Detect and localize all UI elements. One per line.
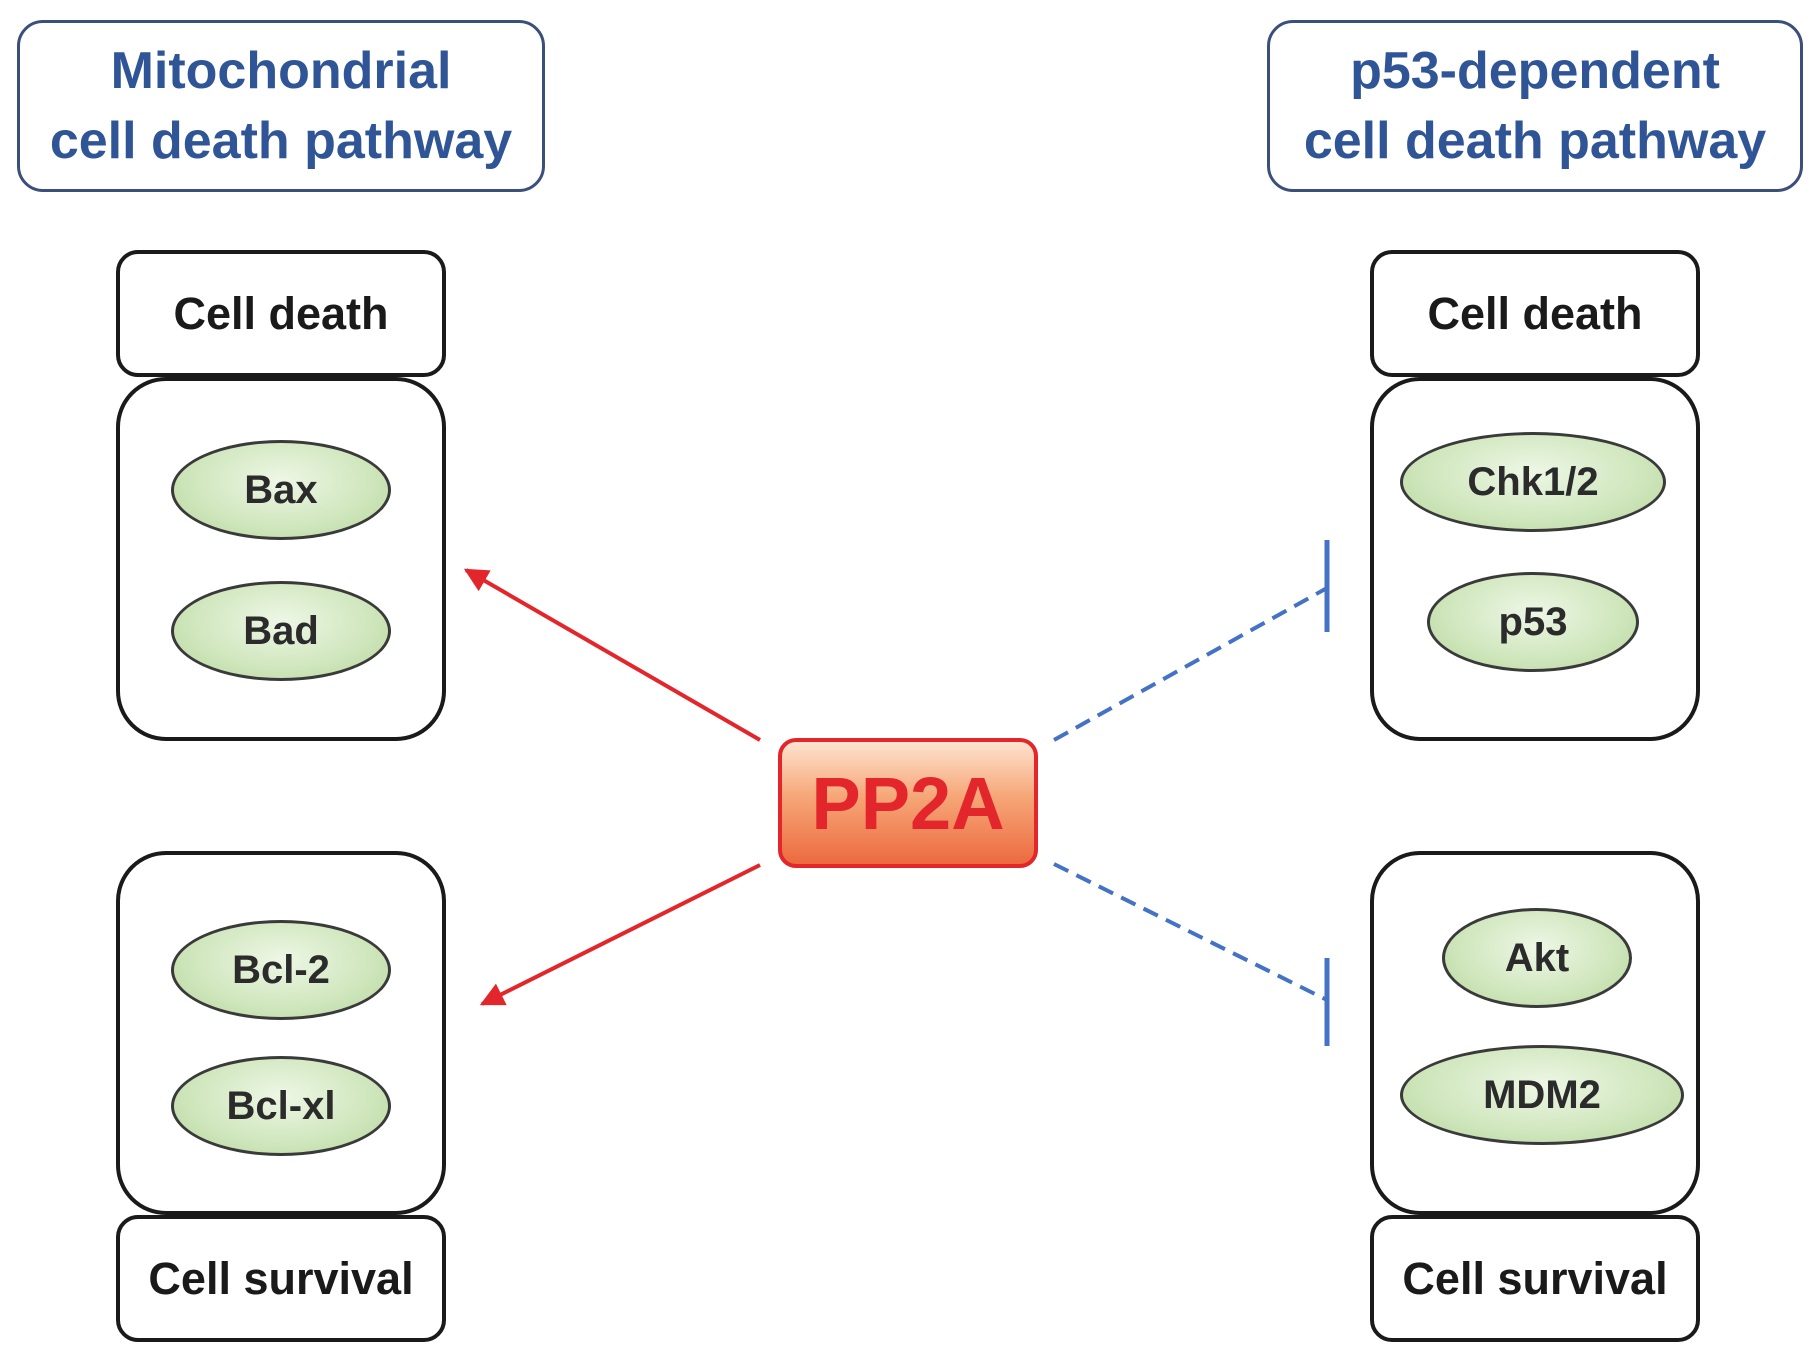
left-survival-group <box>116 851 446 1215</box>
header-p53-dependent: p53-dependent cell death pathway <box>1267 20 1803 192</box>
arrow-pp2a-to-bcl2-bclxl <box>479 863 761 1006</box>
node-mdm2: MDM2 <box>1400 1045 1684 1145</box>
header-mitochondrial-line2: cell death pathway <box>49 112 513 170</box>
node-bad: Bad <box>171 581 391 681</box>
node-p53: p53 <box>1427 572 1639 672</box>
inhibit-pp2a-to-akt-mdm2 <box>1053 862 1328 1002</box>
left-cell-death-label: Cell death <box>116 250 446 377</box>
arrow-pp2a-to-bax-bad <box>463 568 762 742</box>
right-cell-death-label: Cell death <box>1370 250 1700 377</box>
node-akt: Akt <box>1442 908 1632 1008</box>
header-p53-line1: p53-dependent <box>1350 42 1720 100</box>
header-mitochondrial: Mitochondrial cell death pathway <box>17 20 545 192</box>
node-pp2a: PP2A <box>778 738 1038 868</box>
left-death-group <box>116 377 446 741</box>
right-survival-group <box>1370 851 1700 1215</box>
right-cell-survival-label: Cell survival <box>1370 1215 1700 1342</box>
node-bcl2: Bcl-2 <box>171 920 391 1020</box>
header-p53-line2: cell death pathway <box>1303 112 1767 170</box>
node-chk1-2: Chk1/2 <box>1400 432 1666 532</box>
header-mitochondrial-line1: Mitochondrial <box>110 42 452 100</box>
node-bax: Bax <box>171 440 391 540</box>
inhibit-pp2a-to-chk-p53 <box>1053 586 1328 742</box>
left-cell-survival-label: Cell survival <box>116 1215 446 1342</box>
node-bclxl: Bcl-xl <box>171 1056 391 1156</box>
